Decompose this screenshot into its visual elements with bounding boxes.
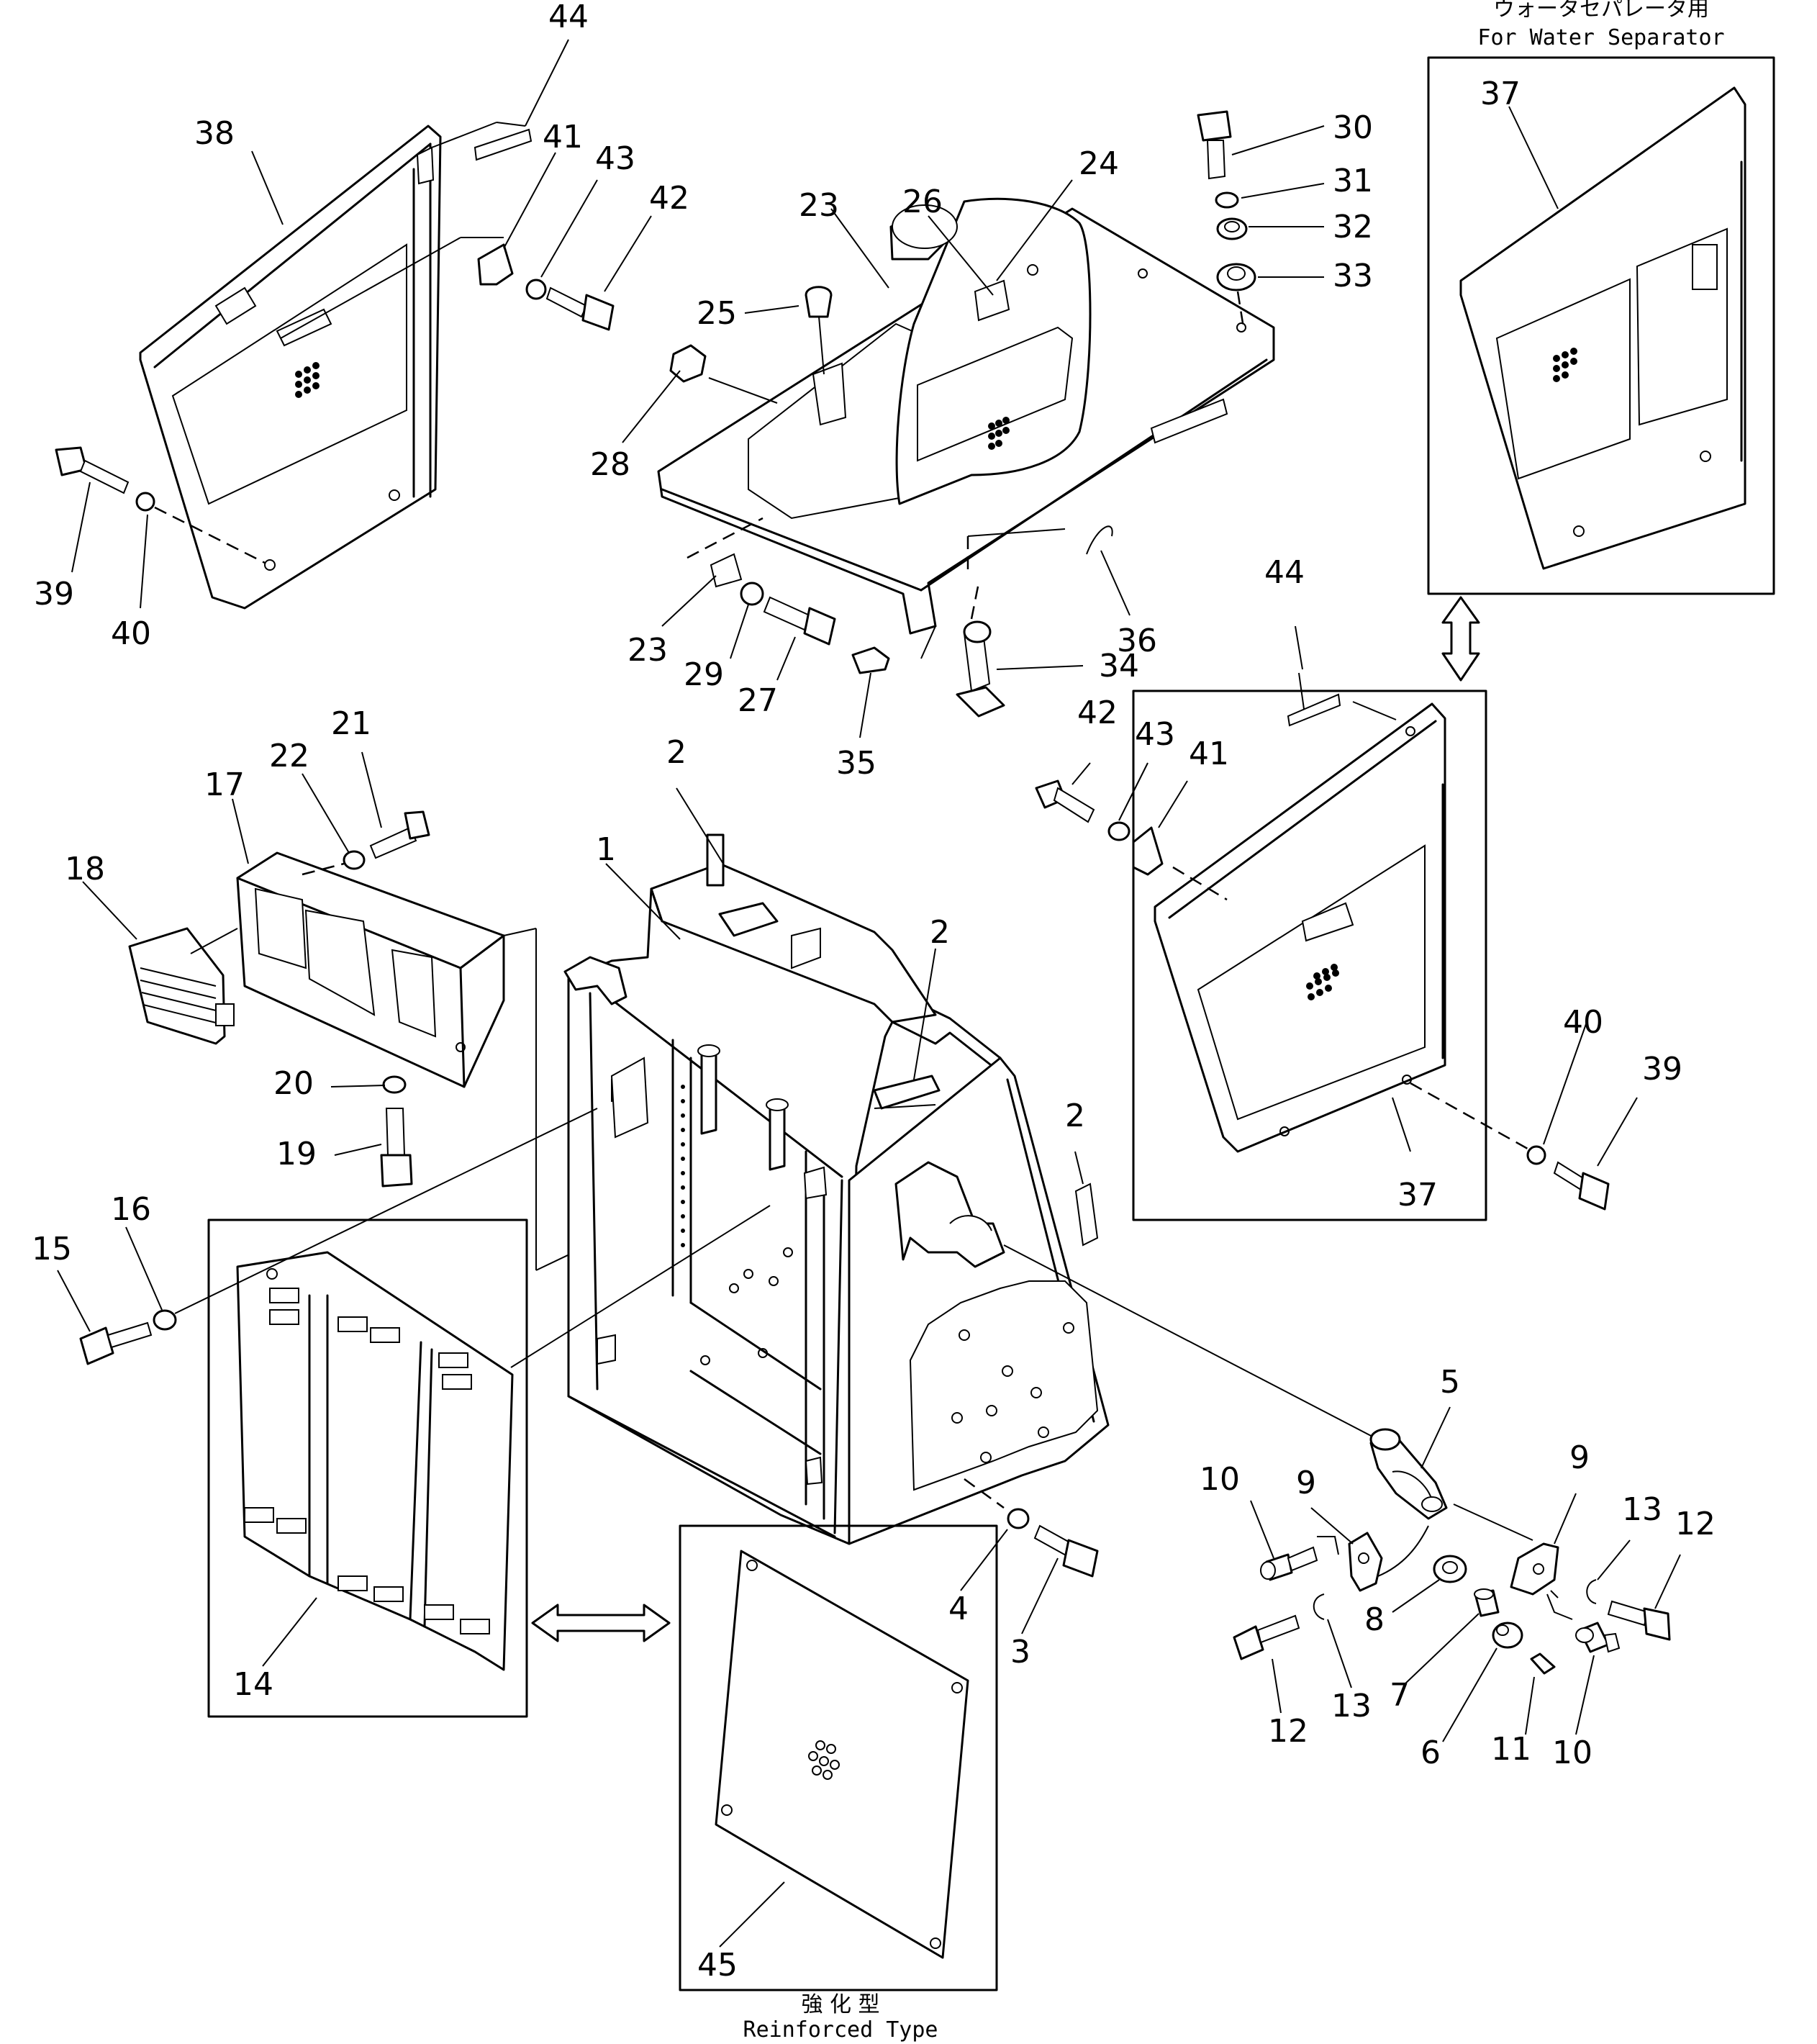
callout-40: 40 — [1563, 1004, 1603, 1041]
callout-35: 35 — [836, 745, 876, 782]
callout-17: 17 — [204, 766, 245, 803]
bolt-12-left — [1233, 1614, 1300, 1660]
inset-water-separator: ウォータセパレータ用 For Water Separator 37 — [1427, 0, 1775, 595]
inset-caption-ja: 強 化 型 — [801, 1992, 879, 2017]
callout-43: 43 — [595, 140, 635, 177]
callout-5: 5 — [1440, 1364, 1460, 1401]
callout-42: 42 — [1077, 695, 1118, 731]
bolt-19 — [380, 1108, 413, 1188]
callout-20: 20 — [273, 1065, 314, 1102]
callout-19: 19 — [276, 1136, 317, 1172]
grease-nipple-10-left — [1260, 1546, 1318, 1581]
callout-44: 44 — [548, 0, 589, 35]
bolt-39-left — [55, 446, 130, 494]
callout-2: 2 — [930, 914, 950, 951]
callout-42: 42 — [649, 180, 689, 217]
callout-13: 13 — [1622, 1491, 1662, 1528]
bolt-3-washer-4: 4 3 — [948, 1478, 1099, 1670]
callout-2: 2 — [666, 734, 687, 771]
callout-6: 6 — [1420, 1735, 1441, 1771]
callout-29: 29 — [684, 656, 724, 693]
callout-10: 10 — [1552, 1735, 1592, 1771]
callout-40: 40 — [111, 615, 151, 652]
callout-44: 44 — [1264, 554, 1305, 591]
callout-23: 23 — [799, 187, 839, 224]
callout-28: 28 — [590, 446, 630, 483]
callout-32: 32 — [1333, 209, 1373, 245]
hinge-hardware-assembly: 5 9 9 10 13 12 8 7 12 13 6 11 10 — [1003, 1244, 1716, 1771]
bolt-12-right — [1607, 1600, 1671, 1641]
callout-7: 7 — [1390, 1677, 1410, 1714]
bolt-21 — [369, 810, 430, 859]
bolt-42-right — [1035, 779, 1095, 823]
double-arrow-horizontal — [531, 1604, 671, 1642]
bolt-15 — [79, 1321, 153, 1365]
callout-24: 24 — [1079, 145, 1119, 182]
callout-3: 3 — [1010, 1634, 1030, 1670]
double-arrow-vertical — [1441, 596, 1480, 682]
callout-43: 43 — [1135, 716, 1175, 753]
panel-14-assembly: 16 15 14 — [32, 1108, 771, 1718]
inset-reinforced: 45 強 化 型 Reinforced Type — [679, 1524, 998, 2043]
callout-12: 12 — [1675, 1506, 1716, 1542]
callout-31: 31 — [1333, 163, 1373, 199]
callout-1: 1 — [596, 831, 616, 868]
callout-41: 41 — [543, 119, 583, 155]
callout-10: 10 — [1200, 1461, 1240, 1498]
top-cover-assembly: 23 26 24 25 28 23 29 27 35 34 36 30 31 3… — [590, 109, 1373, 782]
callout-12: 12 — [1268, 1713, 1308, 1750]
callout-13: 13 — [1331, 1688, 1372, 1724]
inset-caption-en: For Water Separator — [1477, 25, 1724, 50]
bolt-42-left — [545, 286, 615, 331]
callout-21: 21 — [331, 705, 371, 742]
grease-nipple-10-right — [1575, 1622, 1621, 1653]
callout-34: 34 — [1099, 648, 1139, 684]
callout-39: 39 — [1642, 1051, 1682, 1087]
callout-36: 36 — [1117, 623, 1157, 659]
callout-33: 33 — [1333, 258, 1373, 294]
duct-box-assembly: 21 22 17 18 20 19 — [65, 705, 771, 1271]
callout-38: 38 — [194, 115, 235, 152]
bolt-30 — [1197, 110, 1232, 180]
main-frame-assembly: 2 1 2 2 — [563, 734, 1110, 1545]
callout-18: 18 — [65, 851, 105, 887]
callout-45: 45 — [697, 1947, 738, 1984]
bolt-27 — [763, 596, 836, 646]
callout-26: 26 — [902, 184, 943, 220]
callout-9: 9 — [1569, 1439, 1590, 1476]
callout-37: 37 — [1397, 1177, 1438, 1213]
callout-27: 27 — [738, 682, 778, 719]
callout-2: 2 — [1065, 1098, 1085, 1134]
callout-15: 15 — [32, 1231, 72, 1267]
callout-22: 22 — [269, 738, 309, 774]
right-side-panel-assembly: 44 42 43 41 40 39 37 — [1035, 554, 1682, 1221]
callout-8: 8 — [1364, 1601, 1385, 1638]
callout-9: 9 — [1296, 1465, 1316, 1501]
left-side-panel-assembly: 44 38 41 43 42 39 40 — [34, 0, 689, 652]
callout-23: 23 — [627, 632, 668, 669]
callout-25: 25 — [697, 295, 737, 332]
callout-11: 11 — [1491, 1731, 1531, 1768]
callout-4: 4 — [948, 1591, 969, 1627]
callout-39: 39 — [34, 576, 74, 612]
callout-14: 14 — [233, 1666, 273, 1703]
inset-caption-ja: ウォータセパレータ用 — [1493, 0, 1709, 22]
callout-30: 30 — [1333, 109, 1373, 146]
bolt-39-right — [1553, 1161, 1610, 1211]
inset-caption-en: Reinforced Type — [743, 2017, 938, 2043]
bolt-3 — [1033, 1524, 1099, 1578]
callout-37: 37 — [1480, 76, 1521, 112]
callout-16: 16 — [111, 1191, 151, 1228]
callout-41: 41 — [1189, 736, 1229, 772]
